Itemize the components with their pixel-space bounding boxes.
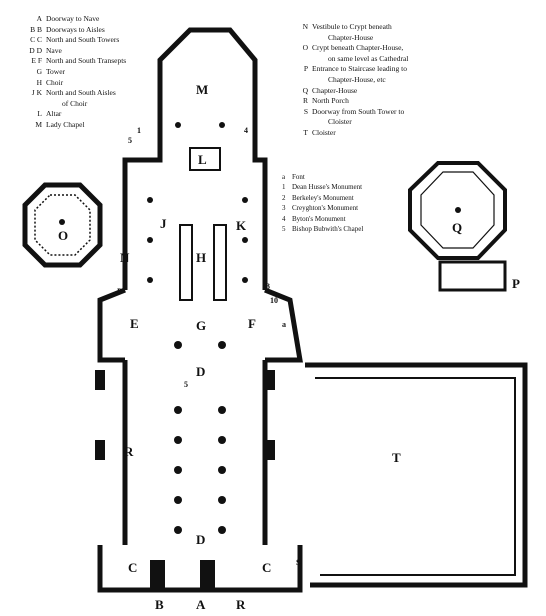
label-monument-3: 3 <box>266 282 270 291</box>
label-lady-chapel: M <box>196 82 209 97</box>
label-chapter-house: Q <box>452 220 463 235</box>
label-staircase-entrance: P <box>117 287 122 296</box>
label-aisle-doorway-left: B <box>155 597 164 612</box>
choir-stalls <box>179 224 227 301</box>
label-north-transept: E <box>130 316 139 331</box>
label-tower: G <box>196 318 207 333</box>
choir-south-wall <box>252 110 268 290</box>
chapter-house-octagon <box>408 161 507 260</box>
label-nave-upper: D <box>196 364 206 379</box>
label-bubwith-chapel: 5 <box>184 380 188 389</box>
cloister-wall-inner <box>315 377 516 576</box>
chapter-house-stair <box>438 260 507 292</box>
label-altar: L <box>198 152 207 167</box>
label-number-10: 10 <box>270 296 278 305</box>
label-cloister: T <box>392 450 401 465</box>
label-chapter-house-stair: P <box>512 276 520 291</box>
legend-row: Chapter-House <box>328 32 374 42</box>
label-north-tower: C <box>128 560 138 575</box>
choir-piers <box>147 122 248 283</box>
choir-north-wall <box>122 110 163 290</box>
label-south-tower: C <box>262 560 272 575</box>
label-nave-doorway: A <box>196 597 206 612</box>
legend-row: Chapter-House, etc <box>328 74 386 84</box>
lady-chapel-wall <box>157 27 258 110</box>
cloister-wall-outer <box>305 362 528 588</box>
label-south-choir-aisle: K <box>236 218 247 233</box>
legend-row: Cloister <box>328 117 352 127</box>
label-aisle-doorway-right: R <box>236 597 246 612</box>
label-vestibule: N <box>120 250 130 265</box>
crypt-octagon <box>22 182 103 268</box>
north-transept-wall <box>97 287 126 363</box>
label-north-porch: R <box>124 444 134 459</box>
south-transept-wall <box>264 287 303 363</box>
nave-piers <box>174 341 226 534</box>
label-crypt: O <box>58 228 69 243</box>
legend-row: of Choir <box>62 98 88 108</box>
label-north-choir-aisle: J <box>160 216 167 231</box>
label-south-transept: F <box>248 316 256 331</box>
label-monument-5: 5 <box>128 136 132 145</box>
buttresses <box>95 370 275 590</box>
chapter-house-central-column <box>455 207 461 213</box>
label-choir: H <box>196 250 207 265</box>
label-monument-1: 1 <box>137 126 141 135</box>
label-monument-4: 4 <box>244 126 248 135</box>
label-font: a <box>282 320 286 329</box>
legend-row: on same level as Cathedral <box>328 53 409 63</box>
label-nave-lower: D <box>196 532 206 547</box>
crypt-central-column <box>59 219 65 225</box>
altar <box>189 147 221 171</box>
label-cloister-doorway: S <box>296 558 301 567</box>
